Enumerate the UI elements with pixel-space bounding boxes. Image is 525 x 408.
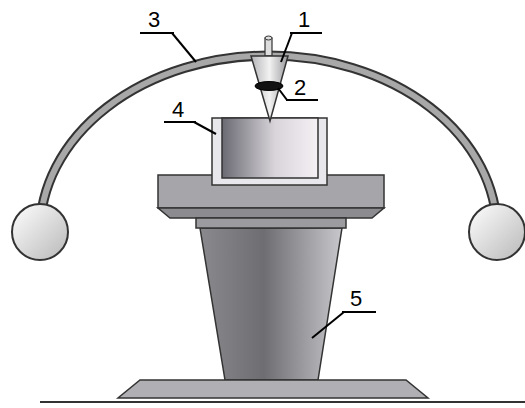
leader-line bbox=[281, 33, 292, 62]
cone-stem bbox=[265, 38, 272, 56]
cone-stem-cap bbox=[265, 36, 272, 40]
callout-underline bbox=[164, 121, 196, 123]
arc-frame bbox=[40, 56, 497, 232]
ground-line bbox=[40, 401, 525, 403]
platform-lip bbox=[158, 208, 384, 218]
callout-number: 5 bbox=[350, 288, 362, 310]
callout-underline bbox=[286, 99, 318, 101]
leader-line bbox=[278, 88, 287, 100]
base-plate bbox=[118, 380, 428, 398]
column-collar bbox=[196, 218, 346, 228]
sample-cup bbox=[212, 118, 327, 185]
callout-number: 4 bbox=[172, 99, 184, 121]
arc-outline bbox=[40, 56, 497, 232]
callout-underline bbox=[290, 32, 322, 34]
counterweight-ball bbox=[12, 204, 68, 260]
cup-inner bbox=[222, 118, 318, 178]
callout-underline bbox=[140, 32, 174, 34]
callout-number: 2 bbox=[294, 77, 306, 99]
callout-number: 1 bbox=[298, 9, 310, 31]
counterweight-ball bbox=[469, 204, 525, 260]
leader-line bbox=[194, 122, 216, 134]
cone bbox=[251, 56, 288, 121]
callout-number: 3 bbox=[148, 9, 160, 31]
leader-line bbox=[312, 312, 344, 338]
callout-underline bbox=[342, 311, 376, 313]
column bbox=[200, 228, 342, 380]
leader-line bbox=[172, 33, 196, 62]
